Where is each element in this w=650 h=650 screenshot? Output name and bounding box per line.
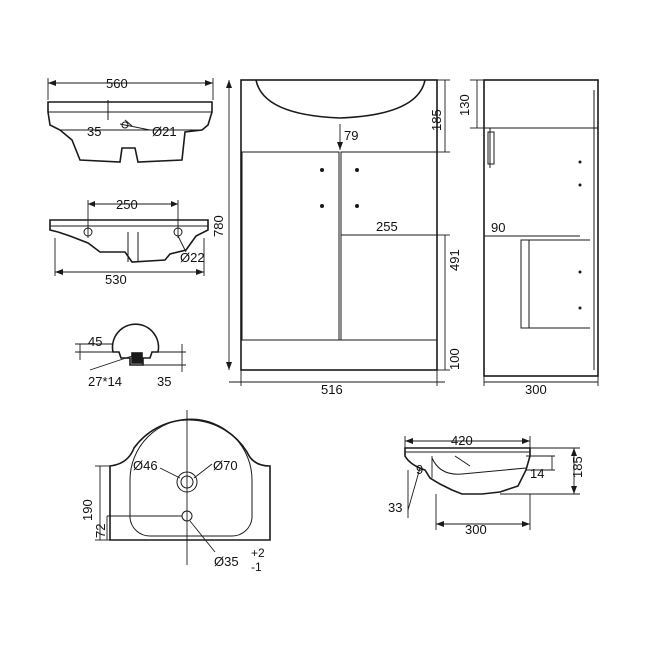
dim-530: 530 [105,272,127,287]
basin-plan-view: Ø46 Ø70 190 72 Ø35 +2 -1 [80,410,271,574]
dim-27x14: 27*14 [88,374,122,389]
dim-35-detail: 35 [157,374,171,389]
top-basin-view: 560 35 Ø21 [47,76,214,163]
dim-33: 33 [388,500,402,515]
section-basin-view: 250 Ø22 530 [49,197,209,287]
dim-185-basin: 185 [570,456,585,478]
basin-side-view: 420 9 185 14 33 300 [388,433,585,537]
dim-190: 190 [80,499,95,521]
dim-300-side: 300 [525,382,547,397]
cabinet-front-view: 780 185 79 255 491 100 516 [211,79,462,397]
tolerance-minus: -1 [251,560,262,574]
overflow-detail-view: 45 27*14 35 [75,323,186,389]
dim-14: 14 [530,466,544,481]
dim-780: 780 [211,215,226,237]
dim-516: 516 [321,382,343,397]
dim-250: 250 [116,197,138,212]
dim-130: 130 [457,94,472,116]
dim-185: 185 [429,109,444,131]
dim-420: 420 [451,433,473,448]
cabinet-side-view: 130 90 300 [457,79,599,397]
dim-300-basin: 300 [465,522,487,537]
dim-phi-21: Ø21 [152,124,177,139]
dim-phi-46: Ø46 [133,458,158,473]
tolerance-plus: +2 [251,546,265,560]
dim-72: 72 [93,524,108,538]
dim-560: 560 [106,76,128,91]
dim-255: 255 [376,219,398,234]
dim-491: 491 [447,249,462,271]
dim-90: 90 [491,220,505,235]
dim-phi-35: Ø35 [214,554,239,569]
dim-phi-70: Ø70 [213,458,238,473]
dim-45: 45 [88,334,102,349]
dim-35: 35 [87,124,101,139]
dim-phi-22: Ø22 [180,250,205,265]
dim-100: 100 [447,348,462,370]
dim-79: 79 [344,128,358,143]
